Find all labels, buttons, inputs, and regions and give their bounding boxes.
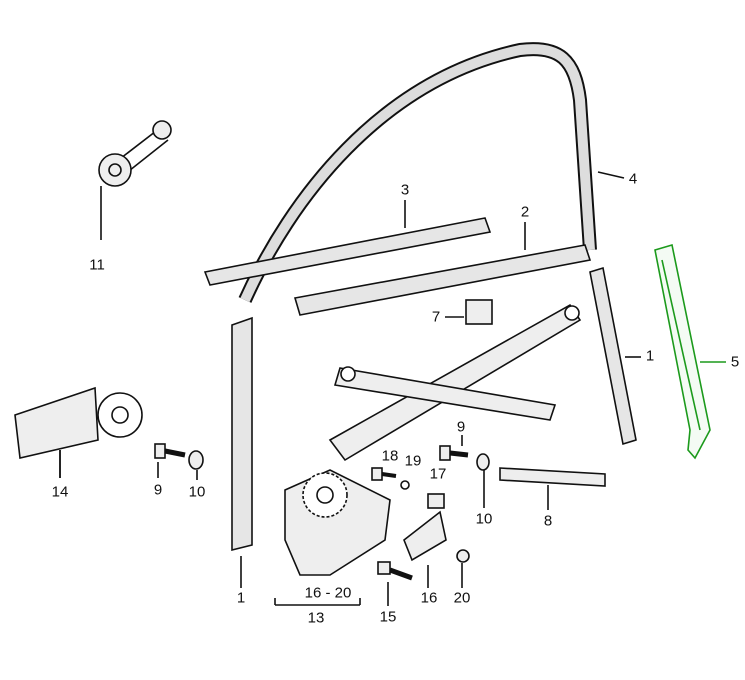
callout-2: 2 — [520, 203, 530, 221]
callout-19: 19 — [404, 452, 422, 470]
part-11-window-crank — [98, 120, 172, 240]
fasteners — [59, 435, 606, 606]
callout-14: 14 — [51, 483, 69, 501]
callout-13: 13 — [307, 609, 325, 627]
callout-1-left: 1 — [236, 589, 246, 607]
callout-17: 17 — [429, 465, 447, 483]
callout-1-right: 1 — [645, 347, 655, 365]
callout-16-20: 16 - 20 — [304, 584, 352, 602]
callout-7: 7 — [431, 308, 441, 326]
callout-18: 18 — [381, 447, 399, 465]
callout-16: 16 — [420, 589, 438, 607]
part-14-motor — [14, 386, 143, 478]
part-13-regulator — [274, 303, 582, 606]
callout-11: 11 — [89, 256, 105, 274]
callout-4: 4 — [628, 170, 638, 188]
callout-8: 8 — [543, 512, 553, 530]
callout-10-left: 10 — [188, 483, 206, 501]
part-3-inner-strip — [203, 200, 492, 286]
callout-3: 3 — [400, 181, 410, 199]
part-1-left-channel — [231, 316, 253, 588]
part-4-frame-seal — [238, 42, 625, 303]
callout-15: 15 — [379, 608, 397, 626]
callout-5: 5 — [730, 353, 740, 371]
part-1-right-channel — [589, 266, 641, 446]
callout-20: 20 — [453, 589, 471, 607]
part-7-clip — [445, 299, 493, 325]
callout-9-left: 9 — [153, 481, 163, 499]
callout-10-right: 10 — [475, 510, 493, 528]
callout-9-right: 9 — [456, 418, 466, 436]
part-5-guide-rail — [654, 243, 726, 460]
part-2-outer-strip — [293, 222, 592, 316]
